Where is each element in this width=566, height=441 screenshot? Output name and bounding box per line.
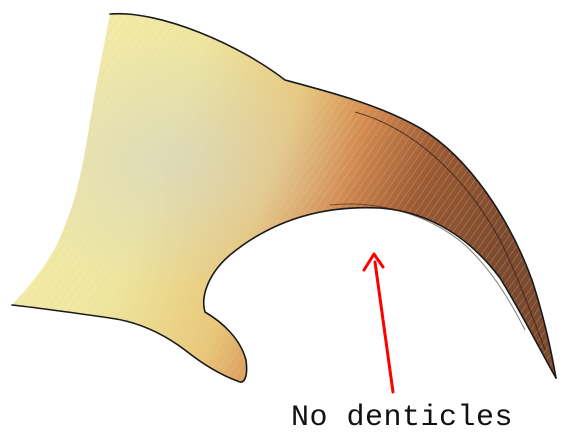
annotation-arrow bbox=[364, 254, 393, 392]
annotation-label: No denticles bbox=[291, 400, 513, 436]
tooth-hatching bbox=[12, 14, 556, 382]
